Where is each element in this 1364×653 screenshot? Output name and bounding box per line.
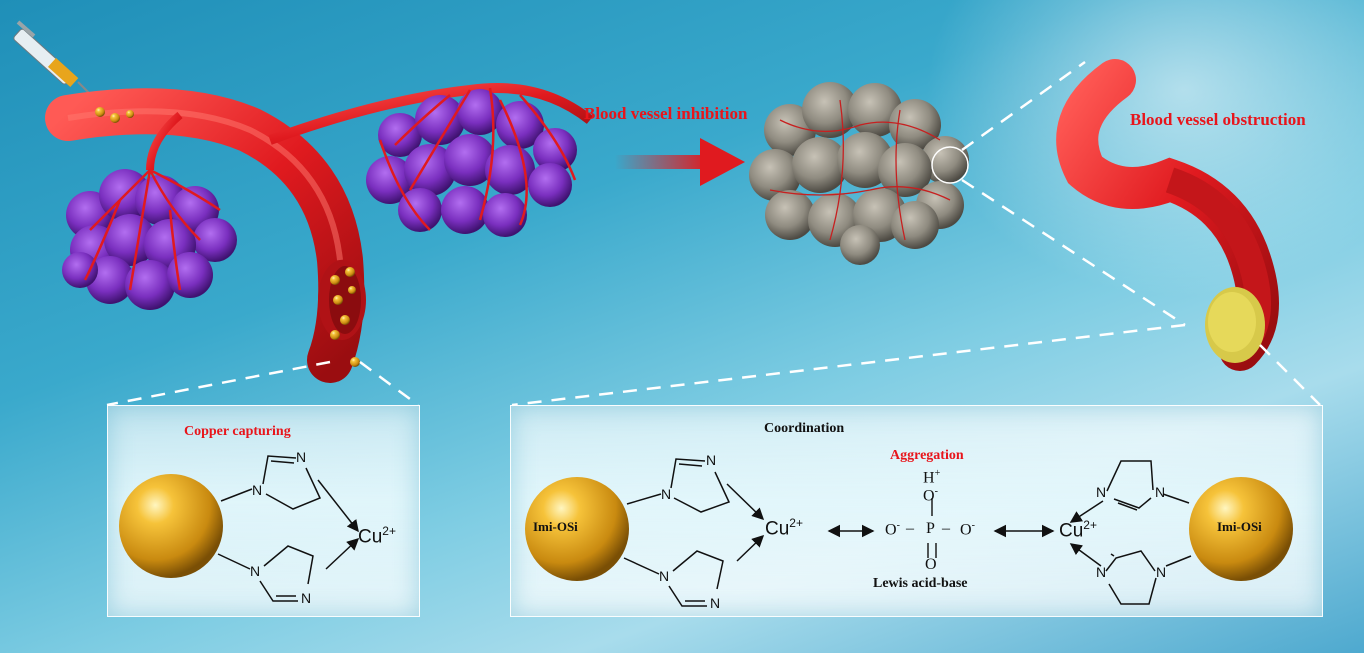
tumor-vessels-right	[378, 87, 577, 231]
atom-n-4: N	[301, 590, 312, 606]
label-blood-vessel-obstruction: Blood vessel obstruction	[1130, 110, 1306, 129]
nanoparticle-sphere-left	[525, 477, 629, 581]
imidazoline-right-lower	[1069, 543, 1192, 605]
phosphate-phosphorus: P	[926, 520, 935, 537]
copper-ion-left: Cu2+	[765, 516, 803, 540]
tumor-vessels-left	[83, 168, 221, 291]
panel-left-svg	[119, 455, 360, 602]
atom-n-l4: N	[710, 595, 721, 611]
imidazoline-right-upper	[1069, 460, 1190, 523]
phosphate-bonds	[927, 498, 937, 558]
nanoparticles-in-vessel	[95, 107, 360, 367]
zoom-lines-top	[961, 60, 1186, 327]
phosphate-bond-right: –	[942, 520, 950, 537]
atom-n-r1: N	[1155, 484, 1166, 500]
panel-coordination: Coordination Aggregation Lewis acid-base…	[510, 405, 1323, 617]
atom-n-3: N	[250, 563, 261, 579]
inhibition-arrow	[615, 138, 745, 186]
imidazoline-left-lower	[623, 534, 765, 607]
atom-n-r2: N	[1096, 484, 1107, 500]
phosphate-oxygen-top: O-	[923, 486, 938, 505]
atom-n-1: N	[296, 449, 307, 465]
syringe-icon	[13, 20, 99, 103]
particle-label-left: Imi-OSi	[533, 519, 578, 534]
zoom-lines-bottom	[106, 323, 1321, 407]
imidazoline-left-upper	[626, 458, 765, 521]
tumor-cluster-inhibited	[749, 82, 969, 265]
label-blood-vessel-inhibition: Blood vessel inhibition	[584, 104, 748, 123]
phosphate-hydrogen: H+	[923, 468, 941, 487]
phosphate-oxygen-right: O-	[960, 520, 975, 539]
label-lewis-acid-base: Lewis acid-base	[873, 576, 968, 591]
atom-n-l3: N	[659, 568, 670, 584]
phosphate-oxygen-left: O-	[885, 520, 900, 539]
particle-label-right: Imi-OSi	[1217, 519, 1262, 534]
atom-n-l2: N	[661, 486, 672, 502]
panel-right-svg	[525, 458, 1293, 607]
nanoparticle-sphere-right	[1189, 477, 1293, 581]
atom-n-r4: N	[1156, 564, 1167, 580]
blood-vessel-main	[45, 83, 594, 383]
blood-vessel-obstructed	[1056, 59, 1279, 371]
atom-n-2: N	[252, 482, 263, 498]
panel-copper-capturing: Copper capturing N N N N Cu2+	[107, 405, 420, 617]
label-coordination: Coordination	[764, 421, 845, 436]
atom-n-l1: N	[706, 452, 717, 468]
copper-ion-right: Cu2+	[1059, 518, 1097, 542]
phosphate-bond-left: –	[906, 520, 914, 537]
tumor-cluster-left	[62, 169, 237, 310]
tumor-cluster-right	[366, 89, 577, 237]
label-aggregation: Aggregation	[890, 448, 964, 463]
imidazoline-ring-upper	[220, 455, 359, 533]
copper-ion: Cu2+	[358, 524, 396, 548]
tumor-vessels-inhibited	[769, 99, 951, 241]
label-copper-capturing: Copper capturing	[184, 424, 291, 439]
zoom-circle	[931, 146, 969, 184]
phosphate-oxygen-bottom: O	[925, 556, 937, 573]
imidazoline-ring-lower	[217, 537, 360, 602]
nanoparticle-sphere	[119, 474, 223, 578]
atom-n-r3: N	[1096, 564, 1107, 580]
